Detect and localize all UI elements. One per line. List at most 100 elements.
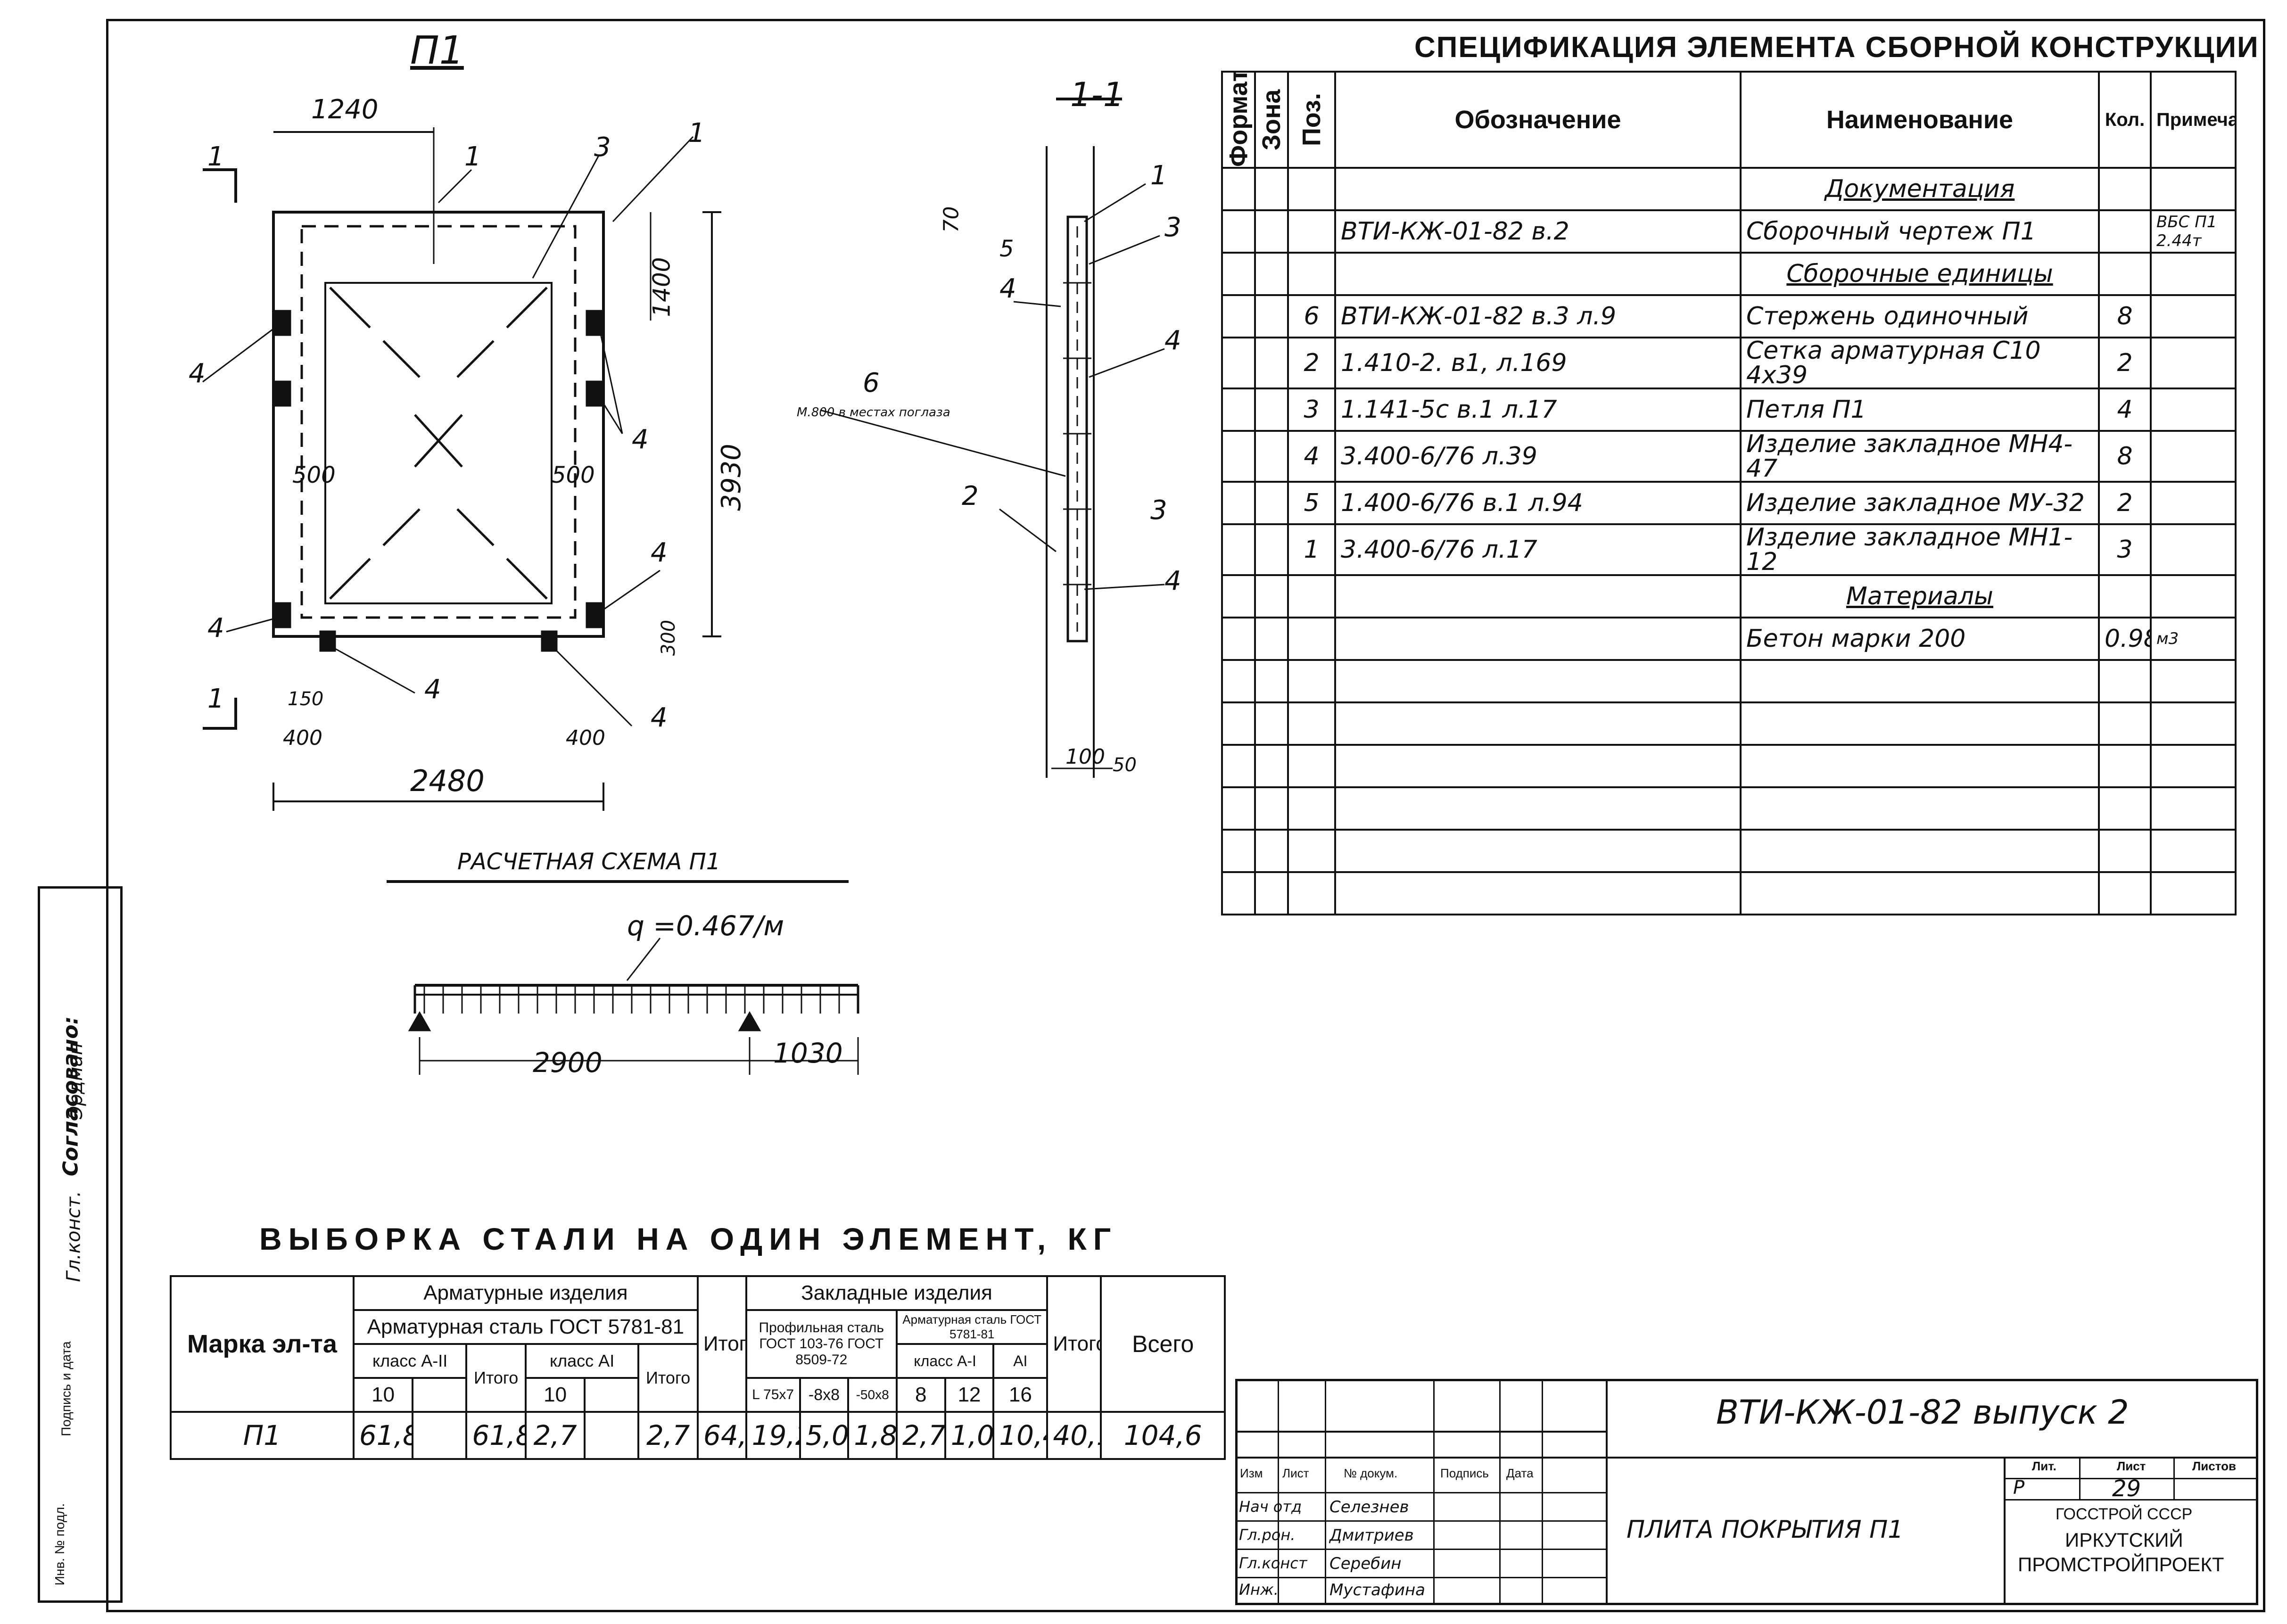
section-callout-1: 1 xyxy=(1150,160,1167,191)
tb-code: ВТИ-КЖ-01-82 выпуск 2 xyxy=(1716,1393,2129,1432)
steel-cell: 2,7 xyxy=(637,1411,699,1460)
tb-col-2: № докум. xyxy=(1344,1466,1398,1480)
steel-sub-8: -8х8 xyxy=(799,1377,850,1413)
spec-cell-name: Материалы xyxy=(1740,574,2100,618)
steel-sub-8b: 8 xyxy=(895,1377,946,1413)
section-callout-3b: 3 xyxy=(1150,495,1167,526)
spec-cell-zone xyxy=(1254,523,1289,576)
spec-header-cell: Наименование xyxy=(1740,71,2100,169)
spec-cell-pos: 6 xyxy=(1287,294,1336,338)
dim-height: 3930 xyxy=(716,444,747,511)
section-callout-4c: 4 xyxy=(1164,566,1181,596)
tb-col-1: Лист xyxy=(1282,1466,1309,1480)
spec-cell-name: Изделие закладное МН4-47 xyxy=(1740,430,2100,483)
steel-sub-10a: 10 xyxy=(352,1377,414,1413)
spec-cell-designation xyxy=(1334,659,1742,703)
spec-row: Сборочные единицы xyxy=(1221,252,2237,296)
dim-500-right: 500 xyxy=(552,462,595,488)
spec-cell-name: Сетка арматурная С10 4х39 xyxy=(1740,337,2100,389)
spec-cell-format xyxy=(1221,481,1256,525)
spec-cell-note xyxy=(2150,523,2237,576)
spec-cell-note xyxy=(2150,430,2237,483)
spec-cell-designation xyxy=(1334,786,1742,831)
spec-cell-zone xyxy=(1254,617,1289,661)
spec-cell-designation: 3.400-6/76 л.17 xyxy=(1334,523,1742,576)
tb-role-2: Гл.конст xyxy=(1239,1554,1307,1572)
spec-cell-format xyxy=(1221,786,1256,831)
spec-cell-qty xyxy=(2098,829,2152,873)
callout-3: 3 xyxy=(594,132,611,163)
callout-4-d: 4 xyxy=(207,613,224,643)
section-callout-3: 3 xyxy=(1164,212,1181,243)
spec-cell-note xyxy=(2150,574,2237,618)
section-callout-4a: 4 xyxy=(999,273,1016,304)
spec-cell-designation xyxy=(1334,871,1742,915)
spec-row: Материалы xyxy=(1221,574,2237,618)
spec-cell-zone xyxy=(1254,294,1289,338)
steel-h-total-b: Итого xyxy=(637,1343,699,1413)
spec-cell-name: Стержень одиночный xyxy=(1740,294,2100,338)
spec-cell-zone xyxy=(1254,829,1289,873)
spec-cell-note xyxy=(2150,871,2237,915)
section-view xyxy=(820,98,1165,778)
spec-cell-format xyxy=(1221,871,1256,915)
spec-cell-pos xyxy=(1287,167,1336,211)
spec-cell-zone xyxy=(1254,744,1289,788)
section-callout-6: 6 xyxy=(863,368,880,398)
spec-cell-pos: 3 xyxy=(1287,387,1336,432)
dim-400-left: 400 xyxy=(283,726,322,750)
spec-cell-qty: 4 xyxy=(2098,387,2152,432)
steel-sub-50: -50х8 xyxy=(847,1377,898,1413)
spec-row xyxy=(1221,659,2237,703)
spec-cell-note xyxy=(2150,786,2237,831)
tb-org-1: ИРКУТСКИЙ xyxy=(2065,1529,2183,1551)
slab-outline xyxy=(272,211,605,638)
tb-role-0: Нач отд xyxy=(1239,1498,1302,1516)
spec-header-cell: Поз. xyxy=(1288,72,1335,168)
steel-cell: 1,0 xyxy=(944,1411,995,1460)
spec-cell-name xyxy=(1740,744,2100,788)
spec-cell-zone xyxy=(1254,481,1289,525)
steel-h-total-1: Итого xyxy=(696,1275,747,1413)
steel-cell: 1,8 xyxy=(847,1411,898,1460)
steel-cell xyxy=(584,1411,640,1460)
spec-cell-qty: 8 xyxy=(2098,430,2152,483)
spec-cell-name xyxy=(1740,786,2100,831)
spec-cell-designation: 1.141-5с в.1 л.17 xyxy=(1334,387,1742,432)
dim-400-right: 400 xyxy=(566,726,605,750)
spec-cell-note xyxy=(2150,701,2237,746)
steel-h-rebar-steel: Арматурная сталь ГОСТ 5781-81 xyxy=(352,1309,699,1345)
callout-4-b: 4 xyxy=(632,424,649,455)
spec-cell-designation: ВТИ-КЖ-01-82 в.2 xyxy=(1334,209,1742,254)
spec-cell-format xyxy=(1221,337,1256,389)
spec-cell-qty xyxy=(2098,786,2152,831)
section-callout-2: 2 xyxy=(962,481,979,511)
spec-cell-note xyxy=(2150,167,2237,211)
callout-1b: 1 xyxy=(688,118,705,148)
spec-cell-qty xyxy=(2098,744,2152,788)
tb-name-2: Серебин xyxy=(1329,1554,1402,1573)
dim-1400: 1400 xyxy=(648,257,676,317)
spec-cell-format xyxy=(1221,387,1256,432)
spec-cell-format xyxy=(1221,294,1256,338)
tb-org-0: ГОССТРОЙ СССР xyxy=(2056,1505,2193,1523)
tb-org-2: ПРОМСТРОЙПРОЕКТ xyxy=(2018,1553,2224,1575)
spec-cell-designation xyxy=(1334,617,1742,661)
section-dim-70: 70 xyxy=(939,206,964,233)
spec-cell-designation: 1.400-6/76 в.1 л.94 xyxy=(1334,481,1742,525)
spec-cell-note: м3 xyxy=(2150,617,2237,661)
steel-h-profile: Профильная сталь ГОСТ 103-76 ГОСТ 8509-7… xyxy=(745,1309,898,1379)
spec-cell-zone xyxy=(1254,786,1289,831)
spec-header-cell: Обозначение xyxy=(1334,71,1742,169)
steel-h-class-c: класс А-I xyxy=(895,1343,995,1379)
callout-4-c: 4 xyxy=(651,537,668,568)
dim-150: 150 xyxy=(288,688,324,710)
spec-cell-pos xyxy=(1287,659,1336,703)
steel-cell: 19,2 xyxy=(745,1411,801,1460)
spec-cell-qty xyxy=(2098,701,2152,746)
spec-cell-name: Сборочные единицы xyxy=(1740,252,2100,296)
spec-cell-pos: 1 xyxy=(1287,523,1336,576)
